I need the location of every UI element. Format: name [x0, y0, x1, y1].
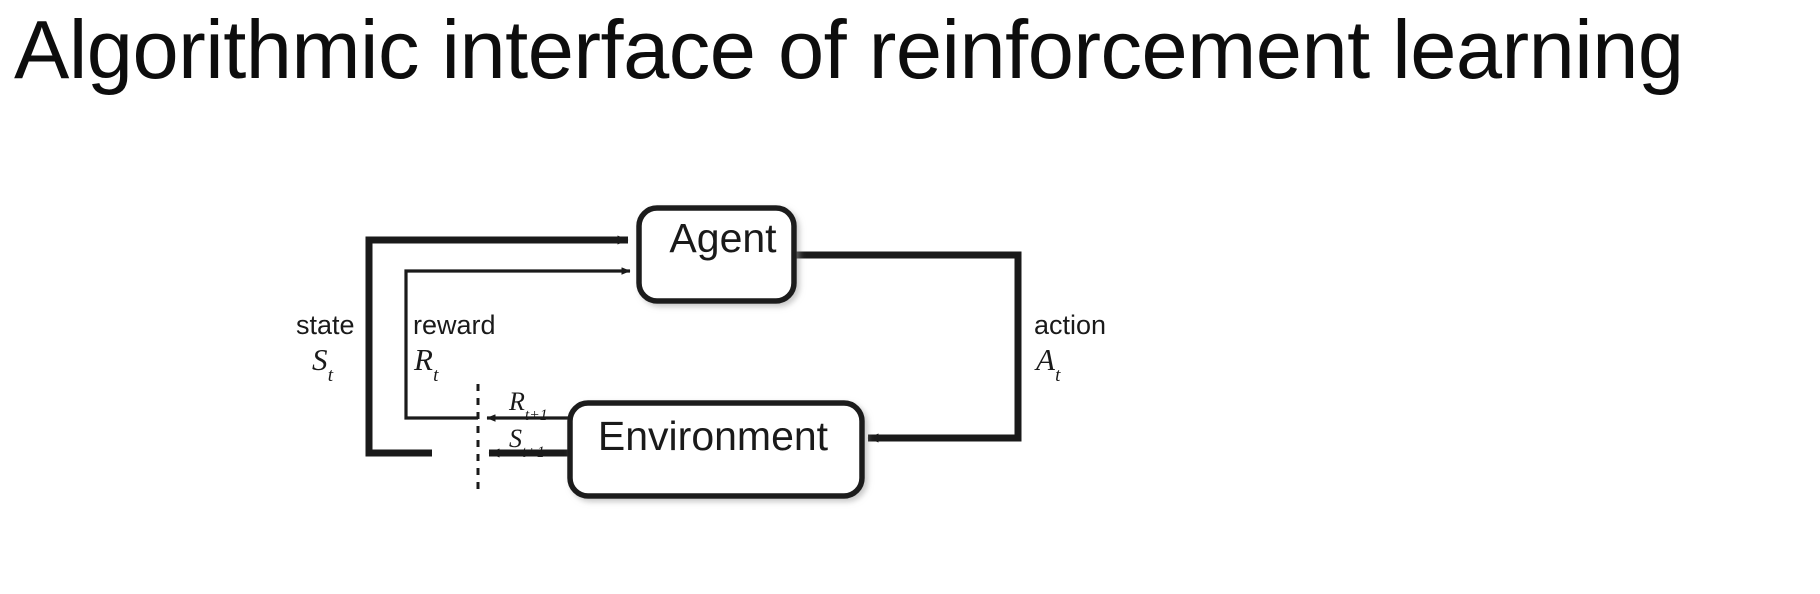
agent-node[interactable] — [636, 205, 797, 304]
reward-symbol-base: R — [414, 342, 433, 377]
state-edge-path — [365, 235, 629, 457]
environment-node-label: Environment — [597, 413, 829, 459]
state-next-symbol-label: St+1 — [509, 424, 545, 461]
diagram-canvas — [365, 205, 1022, 499]
action-edge-word-label: action — [1034, 310, 1107, 340]
action-symbol-base: A — [1036, 342, 1055, 377]
state-symbol-base: S — [312, 342, 328, 377]
state-next-symbol-subscript: t+1 — [522, 443, 545, 461]
action-edge-path — [792, 251, 1022, 443]
reward-next-symbol-subscript: t+1 — [524, 406, 548, 424]
reward-edge-path — [404, 267, 631, 420]
action-edge-symbol-label: At — [1036, 342, 1061, 387]
agent-node-label: Agent — [669, 215, 777, 261]
state-symbol-subscript: t — [327, 365, 334, 387]
reward-edge-word-label: reward — [413, 310, 496, 340]
reward-symbol-subscript: t — [433, 365, 439, 387]
state-next-symbol-base: S — [509, 424, 522, 453]
state-edge-word-label: state — [296, 310, 355, 340]
reward-next-symbol-base: R — [509, 387, 525, 416]
reward-edge-symbol-label: Rt — [414, 342, 439, 387]
action-symbol-subscript: t — [1055, 365, 1061, 387]
page-title: Algorithmic interface of reinforcement l… — [14, 3, 1684, 96]
state-edge-symbol-label: St — [312, 342, 334, 387]
reward-next-symbol-label: Rt+1 — [509, 387, 548, 424]
rl-interaction-diagram: Agent Environment state St reward Rt act… — [0, 150, 1820, 594]
environment-node[interactable] — [567, 400, 865, 499]
